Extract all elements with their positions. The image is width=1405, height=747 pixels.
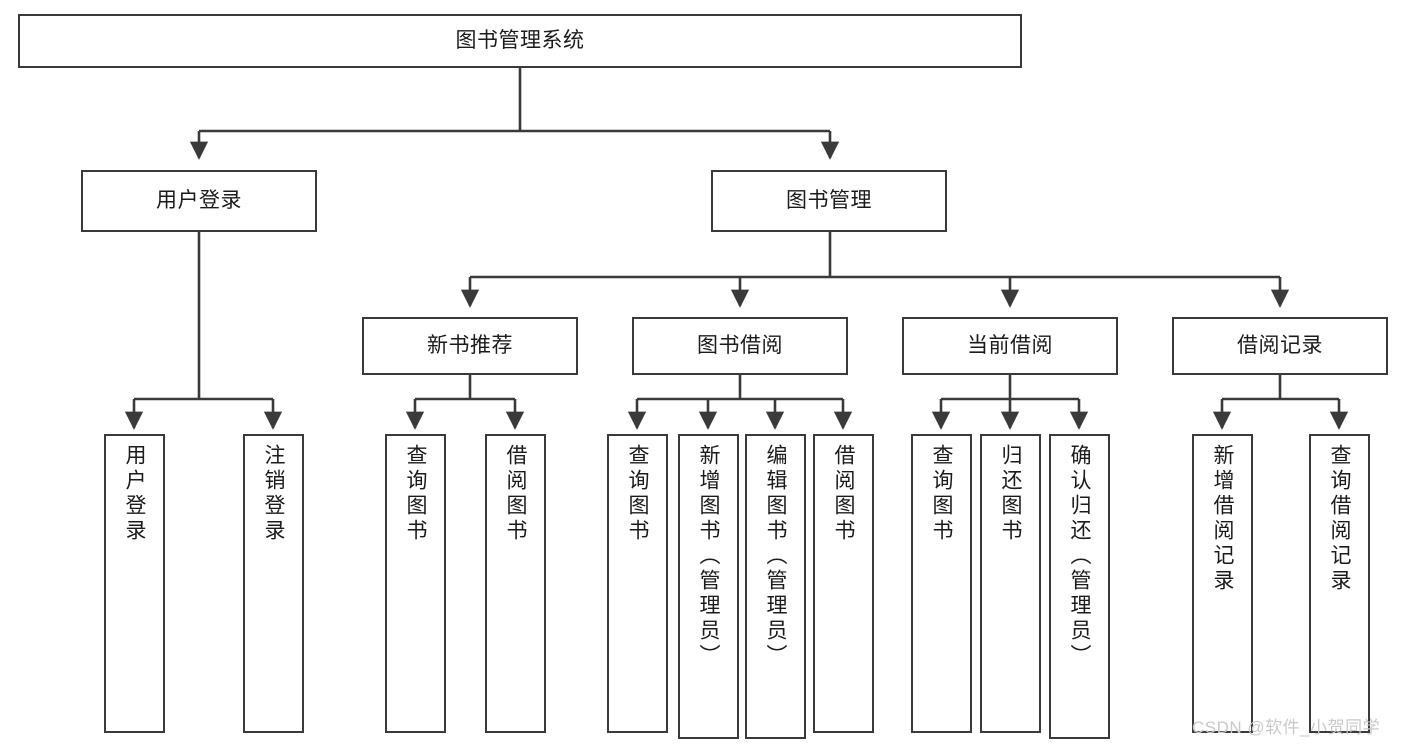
node-label: 借阅记录 (1237, 334, 1323, 358)
node-root-system[interactable]: 图书管理系统 (18, 14, 1022, 68)
node-label: 新增图书（管理员） (697, 444, 720, 669)
leaf-borrow-add-book-admin[interactable]: 新增图书（管理员） (678, 434, 739, 739)
leaf-borrow-borrow-book[interactable]: 借阅图书 (813, 434, 874, 733)
leaf-recommend-borrow-book[interactable]: 借阅图书 (485, 434, 546, 733)
node-label: 图书借阅 (697, 334, 783, 358)
node-label: 用户登录 (156, 189, 242, 213)
leaf-borrow-edit-book-admin[interactable]: 编辑图书（管理员） (745, 434, 806, 739)
node-label: 编辑图书（管理员） (764, 444, 787, 669)
csdn-watermark: CSDN @软件_小贺同学 (1192, 718, 1381, 737)
node-book-management[interactable]: 图书管理 (711, 170, 947, 232)
node-label: 确认归还（管理员） (1068, 444, 1091, 669)
leaf-current-return-book[interactable]: 归还图书 (980, 434, 1041, 733)
node-label: 图书管理 (786, 189, 872, 213)
leaf-borrow-query-book[interactable]: 查询图书 (607, 434, 668, 733)
node-label: 查询图书 (404, 444, 427, 544)
node-current-borrow[interactable]: 当前借阅 (902, 317, 1118, 375)
leaf-current-confirm-return-admin[interactable]: 确认归还（管理员） (1049, 434, 1110, 739)
leaf-user-login-signout[interactable]: 注销登录 (243, 434, 304, 733)
node-user-login[interactable]: 用户登录 (81, 170, 317, 232)
node-book-borrow[interactable]: 图书借阅 (632, 317, 848, 375)
leaf-record-query-record[interactable]: 查询借阅记录 (1309, 434, 1370, 733)
node-label: 借阅图书 (504, 444, 527, 544)
node-label: 新书推荐 (427, 334, 513, 358)
node-label: 图书管理系统 (455, 29, 585, 53)
leaf-record-add-record[interactable]: 新增借阅记录 (1192, 434, 1253, 733)
node-label: 注销登录 (262, 444, 285, 544)
node-label: 归还图书 (999, 444, 1022, 544)
node-label: 当前借阅 (967, 334, 1053, 358)
node-label: 查询图书 (930, 444, 953, 544)
node-label: 用户登录 (123, 444, 146, 544)
node-label: 新增借阅记录 (1211, 444, 1234, 594)
node-label: 借阅图书 (832, 444, 855, 544)
node-borrow-record[interactable]: 借阅记录 (1172, 317, 1388, 375)
leaf-current-query-book[interactable]: 查询图书 (911, 434, 972, 733)
node-new-book-recommend[interactable]: 新书推荐 (362, 317, 578, 375)
node-label: 查询图书 (626, 444, 649, 544)
leaf-recommend-query-book[interactable]: 查询图书 (385, 434, 446, 733)
leaf-user-login-signin[interactable]: 用户登录 (104, 434, 165, 733)
node-label: 查询借阅记录 (1328, 444, 1351, 594)
